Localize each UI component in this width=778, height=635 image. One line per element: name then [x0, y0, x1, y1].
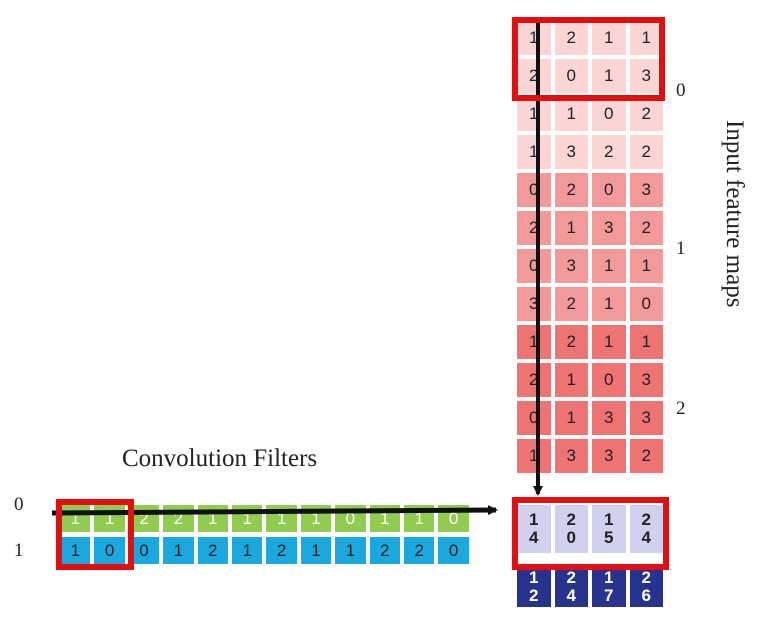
- input-cell: 1: [590, 57, 628, 95]
- input-cell: 2: [552, 19, 590, 57]
- input-cell: 1: [552, 361, 590, 399]
- filter-highlight-box: [56, 499, 134, 570]
- input-cell: 2: [627, 133, 665, 171]
- input-cell: 1: [552, 95, 590, 133]
- filter-cell: 0: [436, 535, 471, 566]
- input-map-index-1: 1: [676, 238, 686, 259]
- input-cell: 2: [552, 171, 590, 209]
- output-highlight-box: [512, 497, 669, 570]
- filter-cell: 1: [195, 503, 230, 534]
- input-cell: 3: [590, 399, 628, 437]
- output-cell: 1 5: [590, 503, 628, 555]
- input-cell: 1: [552, 209, 590, 247]
- filter-cell: 1: [264, 503, 299, 534]
- input-cell: 1: [627, 323, 665, 361]
- convolution-filters-title: Convolution Filters: [122, 445, 318, 472]
- filter-cell: 1: [92, 503, 127, 534]
- filter-cell: 0: [333, 503, 368, 534]
- input-cell: 3: [627, 361, 665, 399]
- input-cell: 2: [552, 323, 590, 361]
- filter-cell: 1: [161, 535, 196, 566]
- input-cell: 3: [515, 285, 553, 323]
- filter-cell: 1: [230, 503, 265, 534]
- input-cell: 0: [590, 361, 628, 399]
- input-cell: 1: [515, 95, 553, 133]
- filter-index-1: 1: [14, 540, 24, 561]
- input-cell: 2: [627, 437, 665, 475]
- output-cell: 2 0: [552, 503, 590, 555]
- input-cell: 1: [515, 323, 553, 361]
- filter-index-0: 0: [14, 494, 24, 515]
- input-cell: 3: [627, 399, 665, 437]
- input-cell: 3: [627, 171, 665, 209]
- filter-cell: 2: [195, 535, 230, 566]
- input-cell: 2: [590, 133, 628, 171]
- filter-cell: 1: [230, 535, 265, 566]
- input-cell: 2: [627, 95, 665, 133]
- filter-cell: 2: [161, 503, 196, 534]
- input-highlight-box: [512, 17, 665, 101]
- input-cell: 1: [590, 323, 628, 361]
- input-cell: 2: [515, 209, 553, 247]
- input-cell: 0: [590, 171, 628, 209]
- input-cell: 1: [590, 285, 628, 323]
- input-cell: 0: [515, 247, 553, 285]
- input-cell: 3: [590, 437, 628, 475]
- input-cell: 1: [515, 437, 553, 475]
- input-map-index-2: 2: [676, 398, 686, 419]
- input-cell: 1: [515, 133, 553, 171]
- input-cell: 2: [627, 209, 665, 247]
- filter-cell: 2: [264, 535, 299, 566]
- input-cell: 1: [552, 399, 590, 437]
- input-cell: 1: [590, 247, 628, 285]
- input-cell: 0: [515, 171, 553, 209]
- input-cell: 3: [552, 437, 590, 475]
- input-cell: 3: [627, 57, 665, 95]
- filter-cell: 1: [367, 503, 402, 534]
- output-cell: 1 2: [515, 565, 553, 609]
- output-cell: 2 4: [627, 503, 665, 555]
- filter-cell: 2: [402, 535, 437, 566]
- input-cell: 0: [552, 57, 590, 95]
- input-cell: 3: [552, 133, 590, 171]
- output-cell: 1 7: [590, 565, 628, 609]
- input-cell: 0: [515, 399, 553, 437]
- filter-cell: 1: [298, 535, 334, 566]
- input-cell: 3: [552, 247, 590, 285]
- input-cell: 2: [552, 285, 590, 323]
- input-feature-maps-title: Input feature maps: [721, 120, 748, 308]
- rightward-arrow: [51, 505, 498, 516]
- input-map-index-0: 0: [676, 80, 686, 101]
- input-cell: 1: [627, 247, 665, 285]
- input-cell: 3: [590, 209, 628, 247]
- filter-cell: 2: [367, 535, 402, 566]
- filter-cell: 1: [333, 535, 368, 566]
- input-cell: 0: [627, 285, 665, 323]
- filter-cell: 1: [298, 503, 334, 534]
- input-cell: 2: [515, 361, 553, 399]
